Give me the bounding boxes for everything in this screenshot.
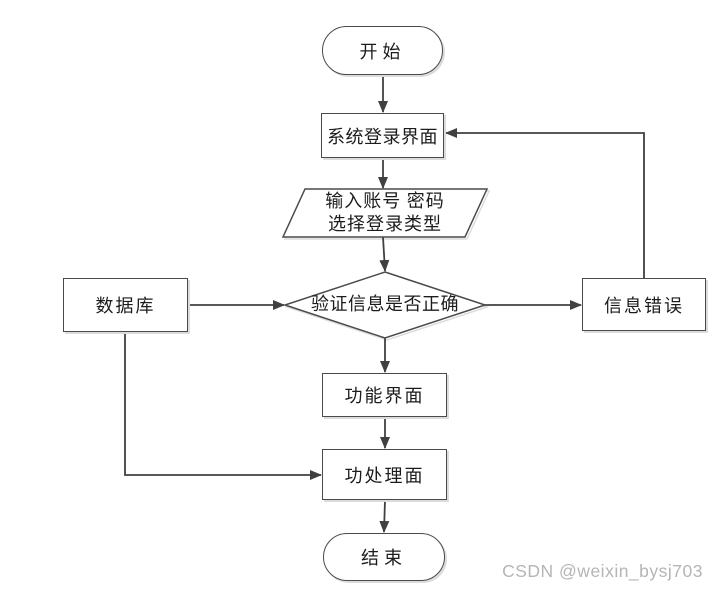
- arrow-process-to-end: [379, 499, 390, 533]
- arrow-database-to-process: [124, 332, 322, 480]
- input-parallelogram: [281, 188, 489, 238]
- login-screen-node: 系统登录界面: [321, 113, 444, 158]
- end-node: 结束: [323, 533, 445, 581]
- function-screen-node: 功能界面: [322, 373, 447, 417]
- login-screen-label: 系统登录界面: [327, 126, 438, 147]
- csdn-watermark: CSDN @weixin_bysj703: [502, 561, 703, 581]
- process-screen-node: 功处理面: [322, 449, 447, 500]
- process-screen-label: 功处理面: [344, 465, 425, 486]
- error-label: 信息错误: [604, 295, 684, 316]
- start-node: 开始: [322, 26, 443, 75]
- end-label: 结束: [361, 548, 407, 568]
- verify-diamond: [282, 271, 488, 339]
- function-screen-label: 功能界面: [344, 386, 425, 406]
- database-node: 数据库: [63, 278, 188, 332]
- error-node: 信息错误: [582, 278, 706, 331]
- arrow-input-to-verify: [379, 236, 390, 272]
- arrow-error-to-login: [445, 128, 645, 278]
- database-label: 数据库: [95, 296, 156, 316]
- start-label: 开始: [359, 41, 406, 62]
